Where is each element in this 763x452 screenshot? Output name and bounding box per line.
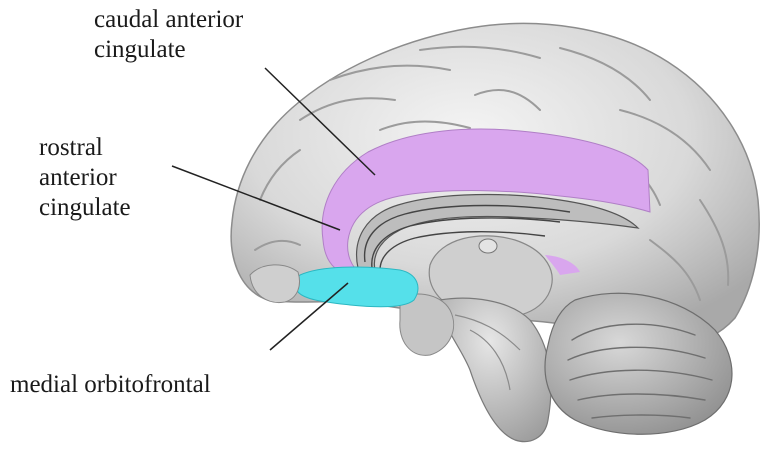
label-medial-orbitofrontal-line1: medial orbitofrontal [10,370,211,400]
label-caudal-line2: cingulate [94,35,243,65]
label-rostral-line2: anterior [39,163,131,193]
label-rostral-line1: rostral [39,133,131,163]
label-caudal-line1: caudal anterior [94,5,243,35]
label-rostral-anterior-cingulate: rostral anterior cingulate [39,133,131,223]
label-medial-orbitofrontal: medial orbitofrontal [10,370,211,400]
label-caudal-anterior-cingulate: caudal anterior cingulate [94,5,243,65]
frontal-pole [250,265,299,303]
label-rostral-line3: cingulate [39,193,131,223]
